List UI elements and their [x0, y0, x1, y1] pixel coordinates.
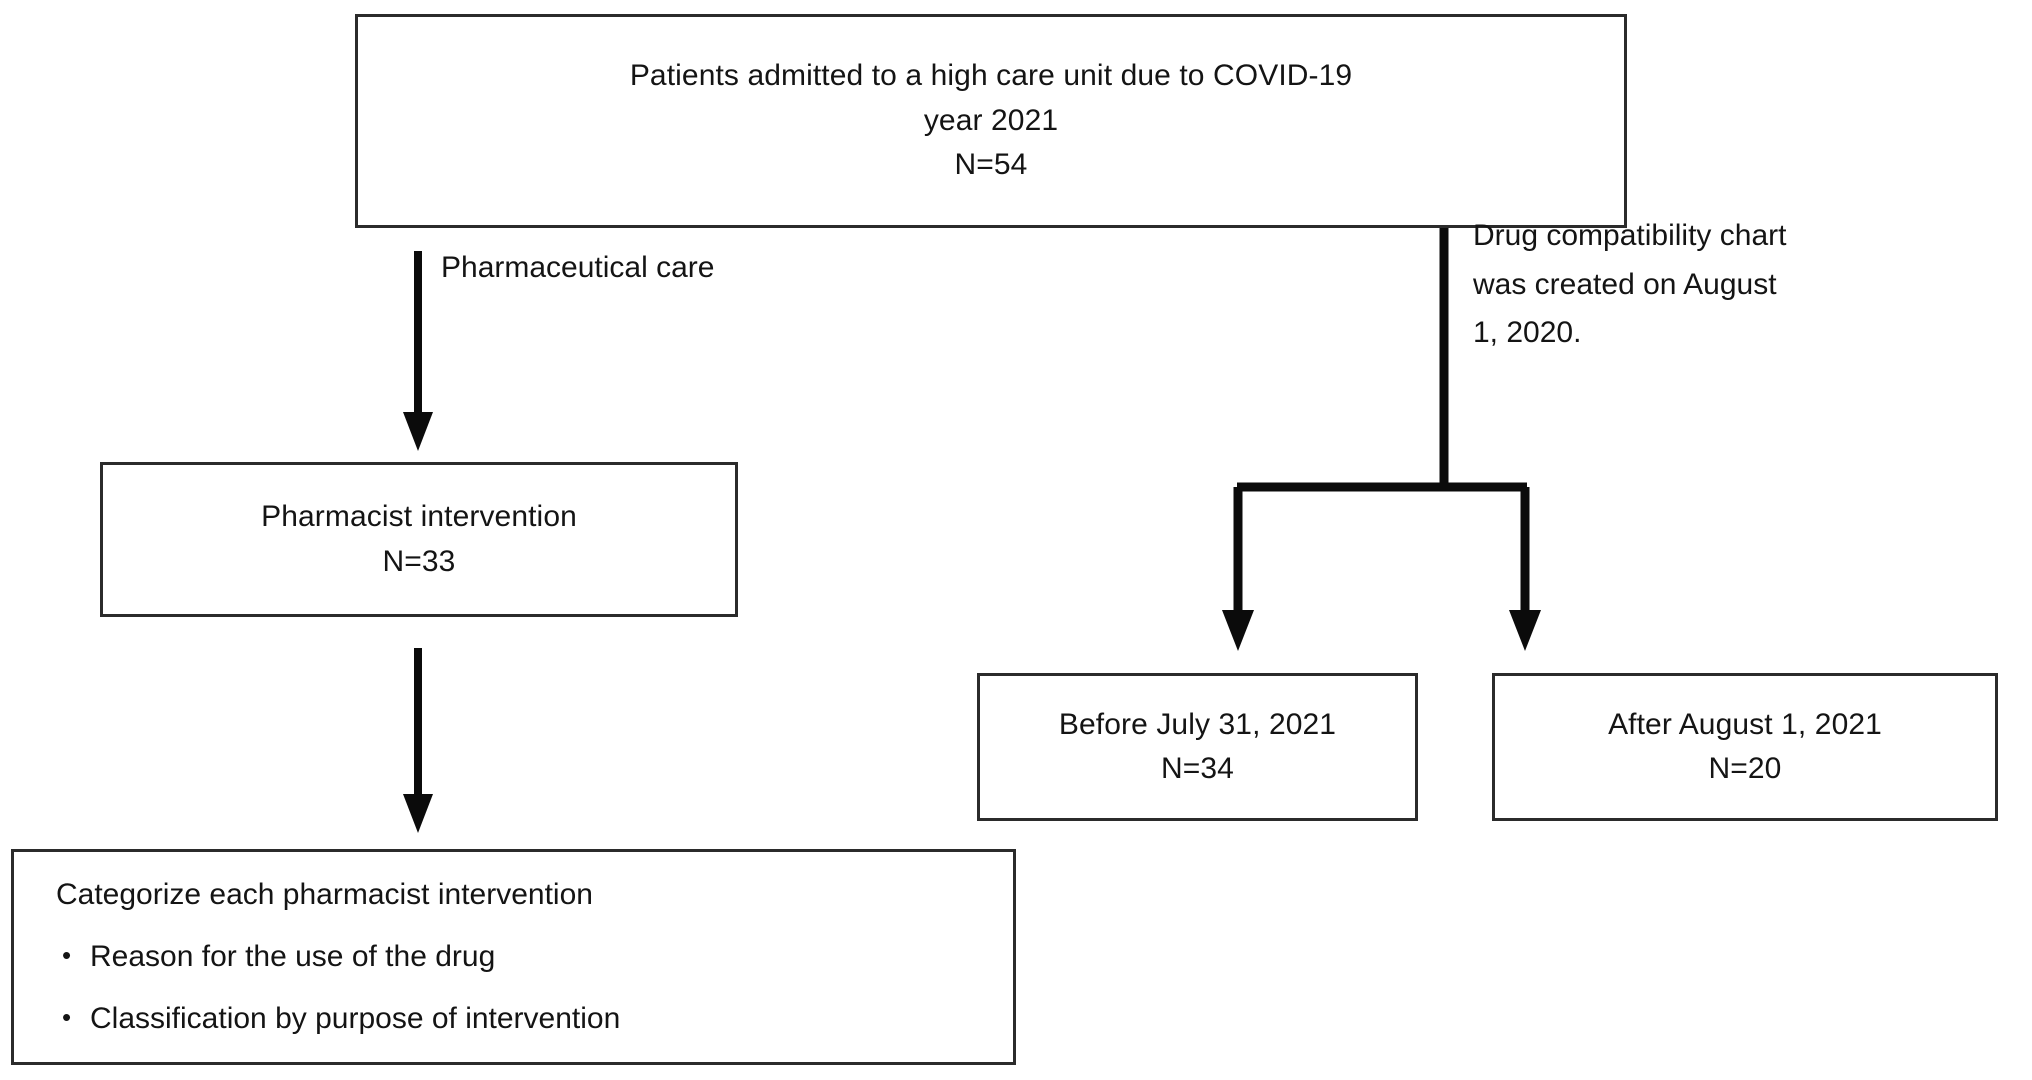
categorize-bullet-text: Reason for the use of the drug — [90, 940, 496, 973]
arrow-pharmacist-to-categorize — [403, 648, 433, 833]
cohort-box-line-2: year 2021 — [923, 103, 1059, 137]
categorize-box: Categorize each pharmacist intervention … — [11, 849, 1016, 1065]
after-period-box: After August 1, 2021 N=20 — [1492, 673, 1998, 821]
before-box-line-2: N=34 — [1161, 752, 1234, 785]
cohort-box-line-3: N=54 — [954, 148, 1028, 182]
bullet-icon: • — [62, 1002, 72, 1032]
list-item: • Classification by purpose of intervent… — [56, 1001, 620, 1037]
list-item: • Reason for the use of the drug — [56, 939, 495, 975]
after-box-line-2: N=20 — [1708, 752, 1782, 785]
bullet-icon: • — [62, 940, 72, 970]
arrow-top-to-pharmacist — [403, 251, 433, 451]
pharmacist-box-line-2: N=33 — [382, 544, 456, 578]
cohort-box-line-1: Patients admitted to a high care unit du… — [629, 59, 1353, 93]
categorize-title: Categorize each pharmacist intervention — [56, 878, 593, 911]
before-period-box: Before July 31, 2021 N=34 — [977, 673, 1418, 821]
before-box-line-1: Before July 31, 2021 — [1058, 707, 1337, 741]
edge-label-pharmaceutical-care: Pharmaceutical care — [441, 251, 715, 284]
cohort-box: Patients admitted to a high care unit du… — [355, 14, 1627, 228]
categorize-bullet-text: Classification by purpose of interventio… — [90, 1002, 621, 1035]
after-box-line-1: After August 1, 2021 — [1608, 707, 1882, 741]
pharmacist-intervention-box: Pharmacist intervention N=33 — [100, 462, 738, 617]
pharmacist-box-line-1: Pharmacist intervention — [261, 500, 577, 534]
edge-label-drug-compatibility: Drug compatibility chart was created on … — [1473, 219, 1787, 350]
